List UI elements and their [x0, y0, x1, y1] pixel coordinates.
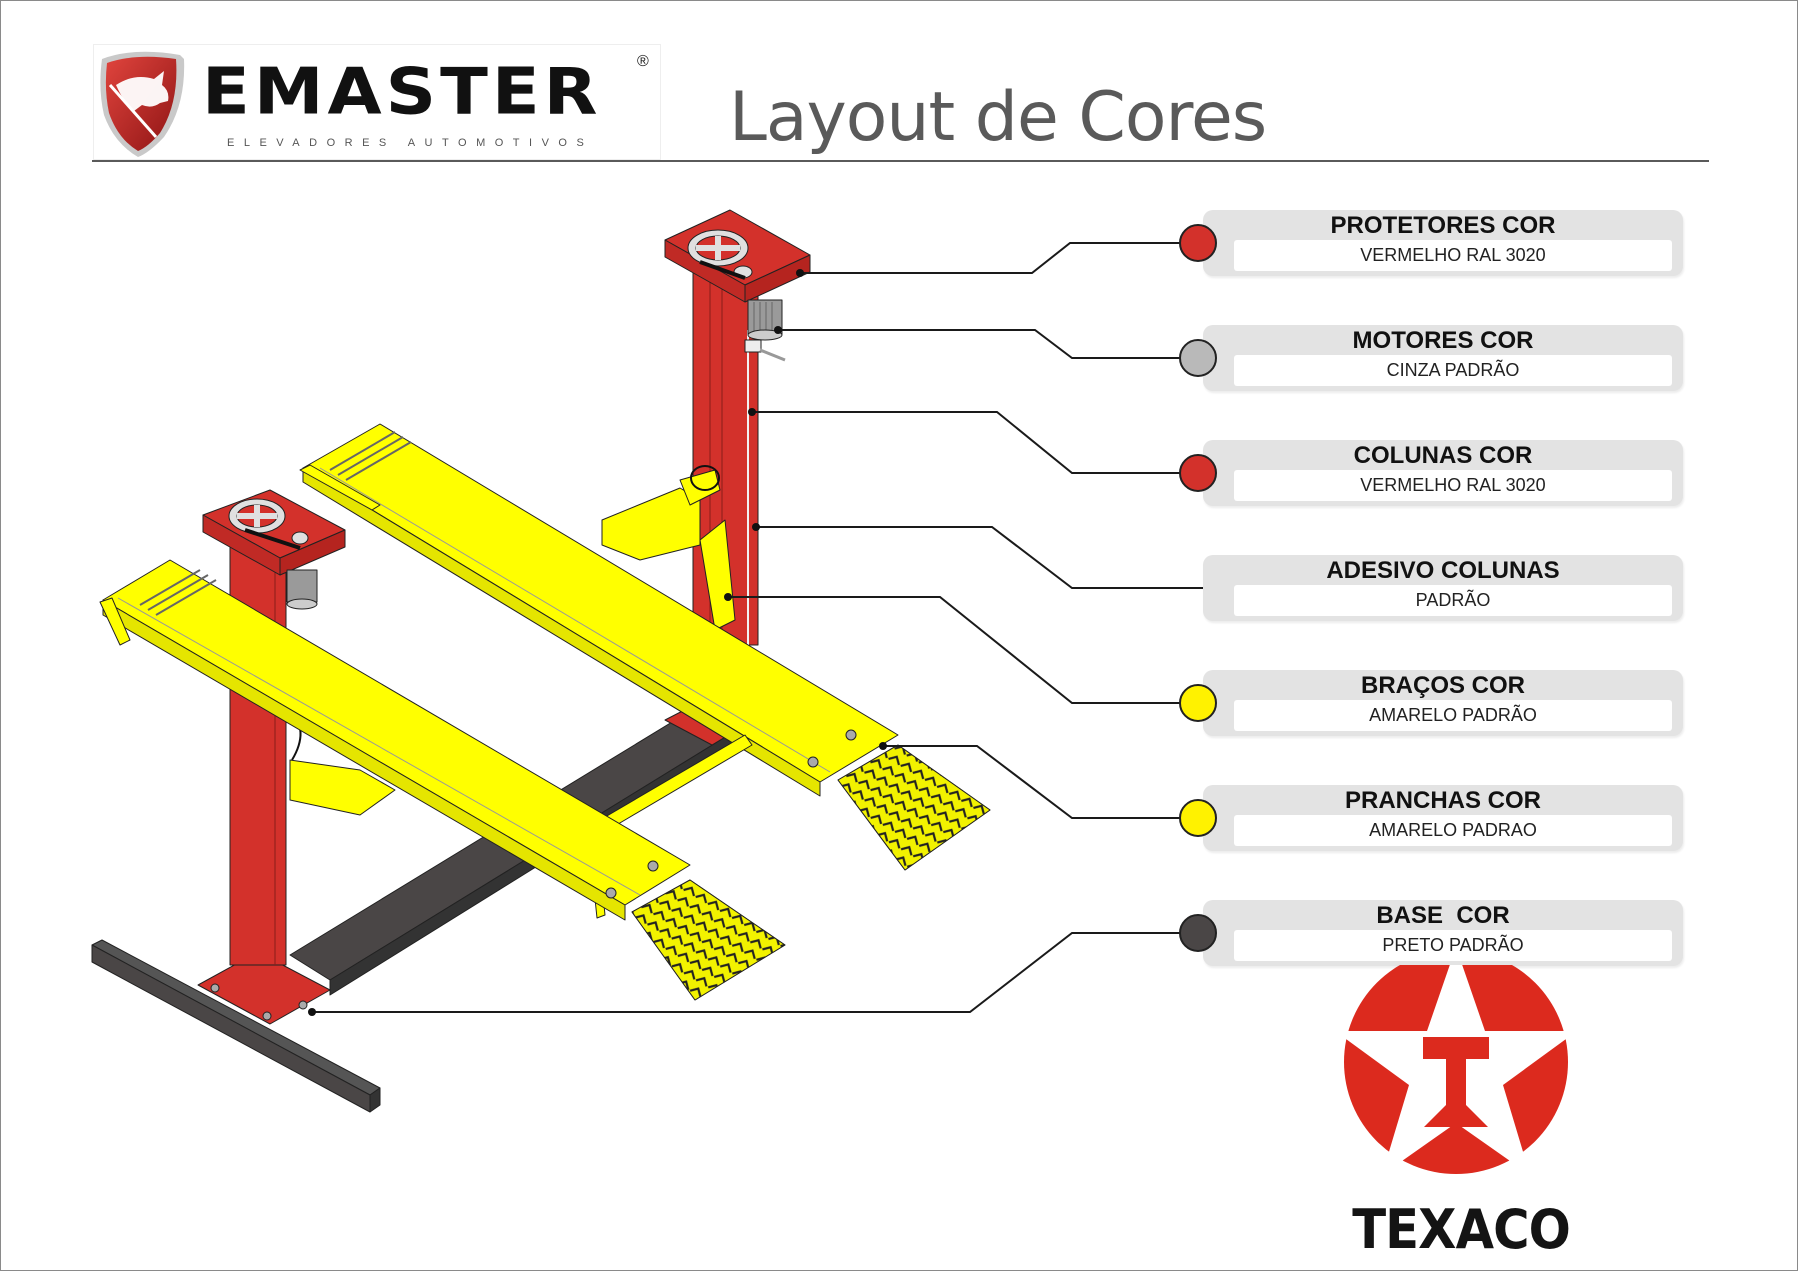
- legend-pill: ADESIVO COLUNAS PADRÃO: [1203, 555, 1683, 621]
- legend-pill: COLUNAS COR VERMELHO RAL 3020: [1203, 440, 1683, 506]
- brand-name: EMASTER: [202, 53, 602, 129]
- legend-title: PROTETORES COR: [1330, 212, 1556, 239]
- leader-adesivo: [756, 526, 1203, 589]
- legend-item-adesivo-colunas: ADESIVO COLUNAS PADRÃO: [1203, 555, 1683, 621]
- rear-runway: [299, 423, 991, 871]
- legend-title: BRAÇOS COR: [1360, 672, 1525, 699]
- legend-value: AMARELO PADRÃO: [1369, 705, 1537, 725]
- legend-value-box: VERMELHO RAL 3020: [1234, 470, 1672, 501]
- front-ramp: [631, 879, 786, 1001]
- legend-title: BASE COR: [1376, 902, 1510, 929]
- legend-item-protetores: PROTETORES COR VERMELHO RAL 3020: [1179, 210, 1683, 276]
- legend-value: PRETO PADRÃO: [1382, 935, 1524, 955]
- brand-tagline: ELEVADORES AUTOMOTIVOS: [227, 137, 594, 149]
- legend-item-pranchas: PRANCHAS COR AMARELO PADRAO: [1179, 785, 1683, 851]
- legend-value-box: VERMELHO RAL 3020: [1234, 240, 1672, 271]
- legend-value: VERMELHO RAL 3020: [1360, 475, 1546, 495]
- legend-item-base: BASE COR PRETO PADRÃO: [1179, 900, 1683, 966]
- legend-value-box: AMARELO PADRÃO: [1234, 700, 1672, 731]
- color-swatch-black: [1179, 914, 1217, 952]
- legend-value-box: PADRÃO: [1234, 585, 1672, 616]
- rear-ramp: [837, 744, 991, 871]
- leader-lines: [312, 242, 1203, 1013]
- rear-column: [664, 209, 811, 646]
- color-swatch-red: [1179, 454, 1217, 492]
- emaster-logo: EMASTER ® ELEVADORES AUTOMOTIVOS: [93, 44, 661, 160]
- legend-title: ADESIVO COLUNAS: [1326, 557, 1560, 584]
- legend-pill: BASE COR PRETO PADRÃO: [1203, 900, 1683, 966]
- texaco-star-logo-icon: [1340, 965, 1577, 1175]
- legend-title: MOTORES COR: [1352, 327, 1534, 354]
- leader-pranchas: [883, 745, 1180, 819]
- legend-value: VERMELHO RAL 3020: [1360, 245, 1546, 265]
- registered-mark: ®: [637, 53, 649, 70]
- legend-pill: PRANCHAS COR AMARELO PADRAO: [1203, 785, 1683, 851]
- legend-value-box: PRETO PADRÃO: [1234, 930, 1672, 961]
- rhino-shield-icon: [100, 51, 185, 157]
- color-swatch-gray: [1179, 339, 1217, 377]
- legend-value: CINZA PADRÃO: [1386, 360, 1520, 380]
- legend-value: AMARELO PADRAO: [1369, 820, 1537, 840]
- legend-item-bracos: BRAÇOS COR AMARELO PADRÃO: [1179, 670, 1683, 736]
- leader-base: [312, 932, 1180, 1013]
- front-runway: [99, 559, 786, 1001]
- texaco-wordmark: TEXACO: [1352, 1198, 1571, 1261]
- legend-value-box: CINZA PADRÃO: [1234, 355, 1672, 386]
- legend-title: PRANCHAS COR: [1344, 787, 1541, 814]
- header-divider: [92, 160, 1709, 162]
- leader-protetores: [800, 242, 1180, 274]
- legend-pill: PROTETORES COR VERMELHO RAL 3020: [1203, 210, 1683, 276]
- legend-pill: MOTORES COR CINZA PADRÃO: [1203, 325, 1683, 391]
- leader-colunas: [752, 411, 1180, 474]
- legend-pill: BRAÇOS COR AMARELO PADRÃO: [1203, 670, 1683, 736]
- page-title: Layout de Cores: [729, 78, 1267, 157]
- leader-motores: [778, 329, 1180, 359]
- color-swatch-red: [1179, 224, 1217, 262]
- front-column: [202, 489, 396, 966]
- legend-title: COLUNAS COR: [1353, 442, 1533, 469]
- legend-value-box: AMARELO PADRAO: [1234, 815, 1672, 846]
- legend-item-motores: MOTORES COR CINZA PADRÃO: [1179, 325, 1683, 391]
- leader-bracos: [728, 596, 1180, 704]
- color-swatch-yellow: [1179, 684, 1217, 722]
- rear-arm: [601, 465, 736, 631]
- legend-value: PADRÃO: [1415, 590, 1491, 610]
- legend-item-colunas: COLUNAS COR VERMELHO RAL 3020: [1179, 440, 1683, 506]
- color-swatch-yellow: [1179, 799, 1217, 837]
